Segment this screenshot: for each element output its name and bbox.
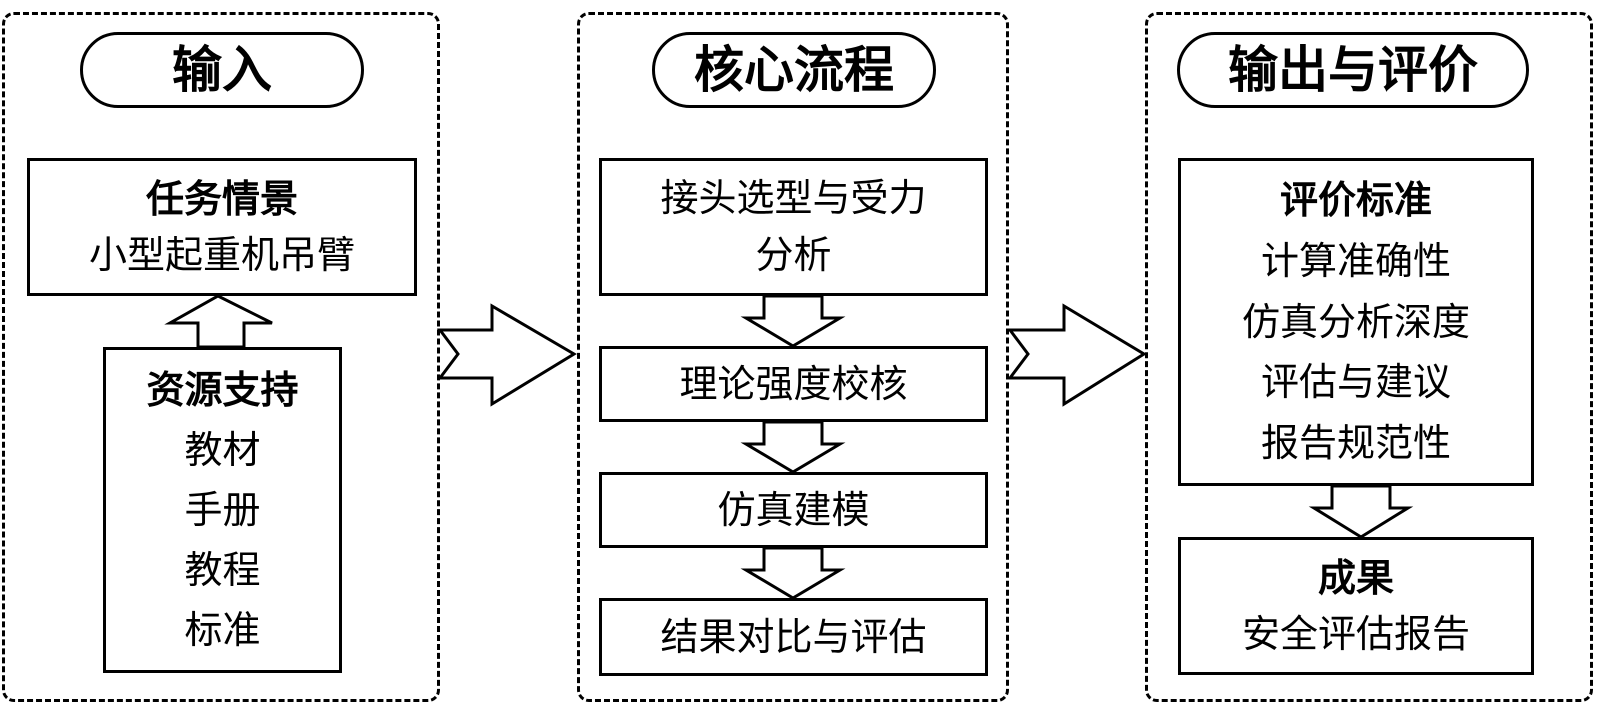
criteria-item: 计算准确性 [1260,238,1451,283]
evaluation-criteria-heading: 评价标准 [1279,177,1432,222]
resource-item: 教程 [184,548,261,593]
right-arrow-icon [437,303,577,407]
resource-item: 标准 [184,608,261,653]
output-title: 输出与评价 [1177,32,1529,108]
core-step-3-line-1: 仿真建模 [717,487,870,532]
criteria-item: 评估与建议 [1260,360,1451,405]
core-step-1-box: 接头选型与受力 分析 [599,158,988,296]
core-step-2-line-1: 理论强度校核 [679,361,908,406]
input-title: 输入 [80,32,364,108]
resource-support-heading: 资源支持 [146,366,299,412]
result-box: 成果 安全评估报告 [1178,537,1534,675]
resource-item: 手册 [184,487,261,532]
core-title: 核心流程 [652,32,936,108]
resource-support-box: 资源支持 教材 手册 教程 标准 [103,347,342,673]
core-step-4-box: 结果对比与评估 [599,598,988,676]
result-text: 安全评估报告 [1241,612,1470,656]
core-step-1-line-2: 分析 [755,233,832,277]
core-step-4-line-1: 结果对比与评估 [660,614,927,659]
core-step-1-line-1: 接头选型与受力 [660,176,927,220]
criteria-item: 报告规范性 [1260,421,1451,466]
criteria-item: 仿真分析深度 [1241,299,1470,344]
core-step-2-box: 理论强度校核 [599,346,988,422]
evaluation-criteria-box: 评价标准 计算准确性 仿真分析深度 评估与建议 报告规范性 [1178,158,1534,486]
resource-item: 教材 [184,427,261,472]
task-scenario-heading: 任务情景 [145,176,298,221]
result-heading: 成果 [1317,555,1394,600]
task-scenario-text: 小型起重机吊臂 [88,233,355,277]
core-step-3-box: 仿真建模 [599,472,988,548]
right-arrow-icon [1007,303,1147,407]
task-scenario-box: 任务情景 小型起重机吊臂 [27,158,417,296]
